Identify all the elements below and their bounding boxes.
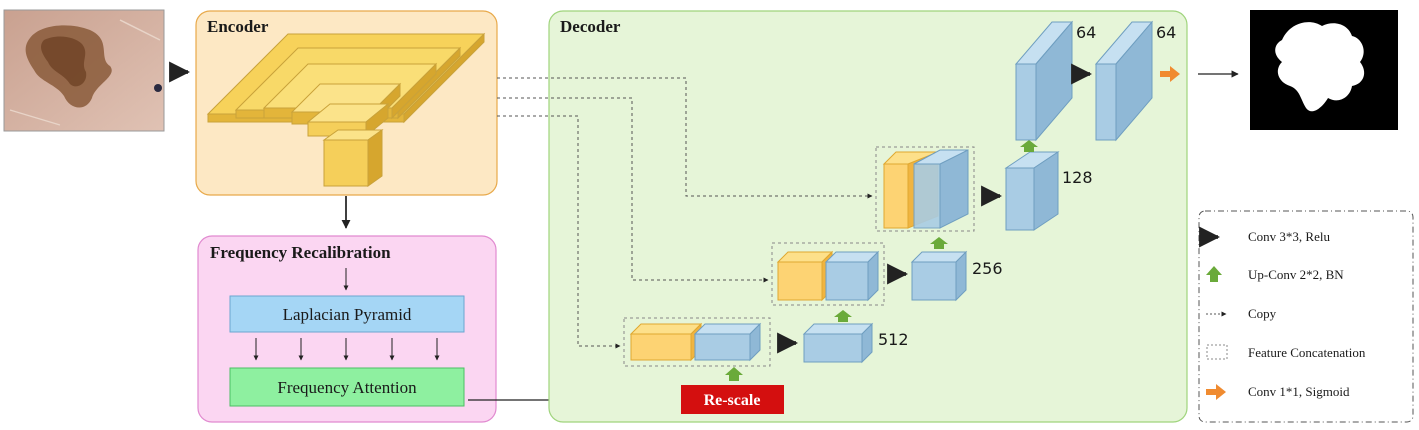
- legend-item-copy: Copy: [1206, 306, 1277, 321]
- concat-128: [875, 146, 975, 232]
- legend-upconv-label: Up-Conv 2*2, BN: [1248, 267, 1344, 282]
- legend-item-upconv: Up-Conv 2*2, BN: [1206, 266, 1344, 282]
- feature-concat-box: [771, 242, 885, 306]
- channel-label-64a: 64: [1076, 23, 1096, 42]
- legend-sigmoid-label: Conv 1*1, Sigmoid: [1248, 384, 1350, 399]
- encoder-title: Encoder: [207, 17, 269, 36]
- concat-512: [623, 317, 771, 367]
- up-arrow: [725, 367, 743, 381]
- concat-256: [771, 242, 885, 306]
- feature-map-256: [910, 250, 968, 302]
- channel-label-512: 512: [878, 330, 909, 349]
- legend: Conv 3*3, Relu Up-Conv 2*2, BN Copy Feat…: [1198, 210, 1414, 423]
- sigmoid-arrow-icon: [1206, 384, 1226, 400]
- feature-concat-box: [875, 146, 975, 232]
- concat-box-icon: [1206, 344, 1228, 360]
- up-arrow-icon: [1206, 266, 1222, 282]
- pyramid-level-arrows: [253, 338, 440, 361]
- skip-connection-512: [497, 115, 621, 349]
- rescale-label: Re-scale: [704, 392, 761, 409]
- legend-conv-label: Conv 3*3, Relu: [1248, 229, 1330, 244]
- input-dermoscopy-image: [3, 9, 165, 132]
- decoder-title: Decoder: [560, 17, 621, 36]
- feature-concat-box: [623, 317, 771, 367]
- feature-map-512: [802, 322, 874, 364]
- skip-connections: [497, 77, 873, 349]
- legend-copy-label: Copy: [1248, 306, 1277, 321]
- encoder-pyramid-icon: [206, 32, 486, 187]
- feature-map-64a: [1014, 20, 1074, 142]
- sigmoid-arrow: [1160, 66, 1180, 82]
- encoder-block: Encoder: [195, 10, 498, 196]
- legend-item-concat: Feature Concatenation: [1206, 344, 1366, 360]
- feature-map-64b: [1094, 20, 1154, 142]
- channel-label-64b: 64: [1156, 23, 1176, 42]
- channel-label-256: 256: [972, 259, 1003, 278]
- legend-box: [1198, 210, 1414, 423]
- up-arrow: [930, 237, 948, 249]
- channel-label-128: 128: [1062, 168, 1093, 187]
- legend-concat-label: Feature Concatenation: [1248, 345, 1366, 360]
- skip-connection-128: [497, 77, 873, 199]
- up-arrow: [1020, 140, 1038, 152]
- feature-map-128: [1004, 151, 1060, 231]
- rescale-block: Re-scale: [681, 385, 784, 414]
- laplacian-pyramid-box: [229, 295, 465, 333]
- frequency-recalibration-block: Frequency Recalibration Laplacian Pyrami…: [197, 235, 497, 423]
- up-arrow: [834, 310, 852, 322]
- skip-connection-256: [497, 97, 769, 283]
- frequency-attention-label: Frequency Attention: [277, 378, 417, 397]
- legend-item-conv: Conv 3*3, Relu: [1199, 226, 1330, 248]
- rescale-box: [681, 385, 784, 414]
- freq-title: Frequency Recalibration: [210, 243, 391, 262]
- frequency-attention-box: [229, 367, 465, 407]
- output-segmentation-mask: [1250, 10, 1398, 130]
- legend-item-sigmoid: Conv 1*1, Sigmoid: [1206, 384, 1350, 400]
- laplacian-pyramid-label: Laplacian Pyramid: [283, 305, 412, 324]
